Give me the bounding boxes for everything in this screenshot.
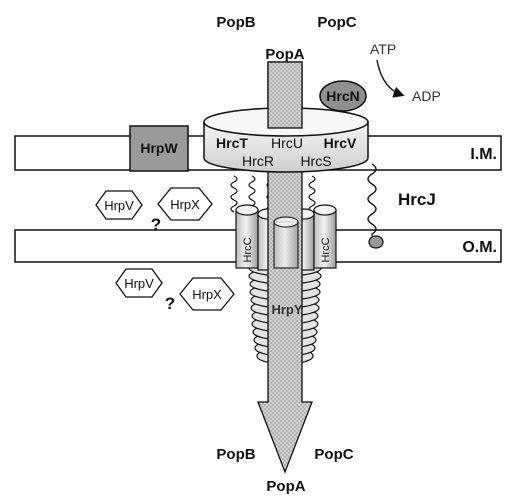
atp-adp-arrow [376,59,405,98]
hrcc-right-label: HrcC [320,237,332,262]
hrcc-left-label: HrcC [242,237,254,262]
hrpy-label: HrpY [271,302,302,317]
hrpx-upper-shape [157,187,213,221]
hrpv-lower-label: HrpV [124,276,154,291]
hrcc-center-cylinder [273,216,299,269]
hrpw-label: HrpW [140,140,178,156]
hrcu-label: HrcU [271,135,303,151]
inner-membrane-label: I.M. [470,146,497,163]
hrpx-lower-label: HrpX [192,287,222,302]
hrpv-lower-shape [115,268,163,298]
atp-label: ATP [370,41,396,57]
hrpx-upper-label: HrpX [170,197,200,212]
hrct-label: HrcT [216,135,248,151]
hrcr-label: HrcR [242,153,274,169]
popc-top-label: PopC [317,14,356,31]
hrpv-upper-label: HrpV [104,198,134,213]
hrpx-lower-shape [179,277,235,311]
outer-membrane-label: O.M. [462,239,497,256]
hrcj-spring [367,163,377,236]
question-lower: ? [165,294,175,313]
popb-bottom-label: PopB [216,446,255,463]
popa-bottom-label: PopA [266,478,305,495]
popa-arrow-shaft-top [267,61,303,129]
hrcj-anchor [368,235,384,249]
adp-label: ADP [412,88,441,104]
hrcn-atpase [319,80,367,112]
popc-bottom-label: PopC [314,446,353,463]
popb-top-label: PopB [216,14,255,31]
hrcj-label: HrcJ [398,190,436,209]
popa-top-label: PopA [265,46,304,63]
hrcs-label: HrcS [300,153,331,169]
hrpv-upper-shape [95,190,143,220]
hrcv-label: HrcV [324,135,357,151]
hrpw-box [129,125,189,172]
question-upper: ? [151,215,161,234]
hrcn-label: HrcN [326,88,359,104]
